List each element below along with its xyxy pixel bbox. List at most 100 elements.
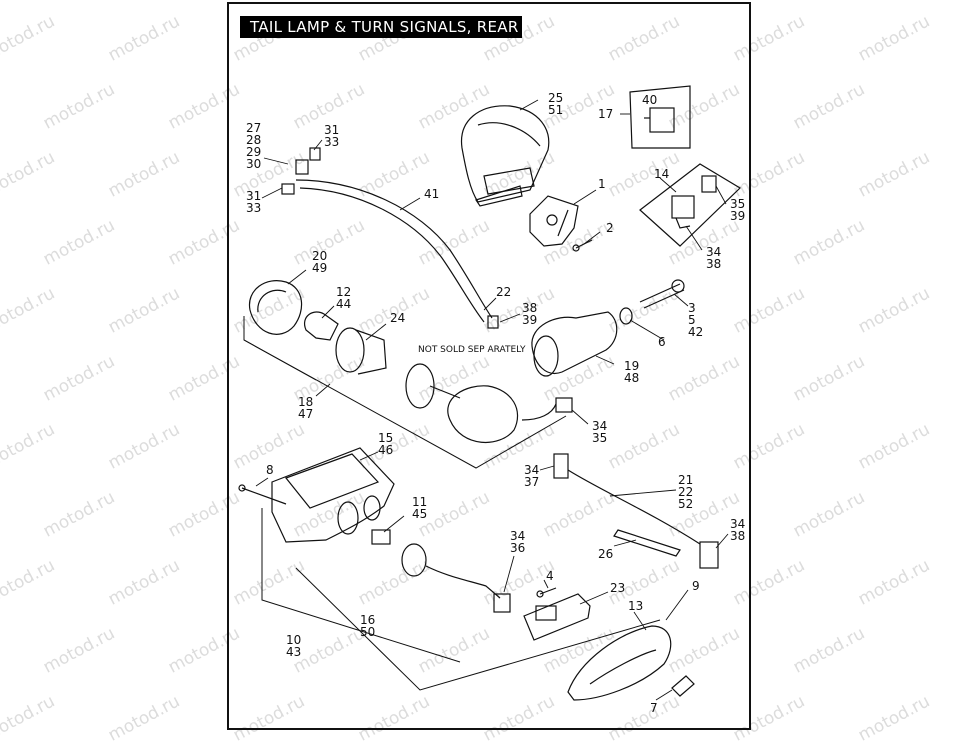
callout-number: 37 xyxy=(524,475,539,489)
callout-number: 43 xyxy=(286,645,301,659)
callout-number: 2 xyxy=(606,221,614,235)
socket-11-part xyxy=(371,529,391,545)
callout-number: 1 xyxy=(598,177,606,191)
callout-17: 17 xyxy=(598,107,613,121)
callout-number: 23 xyxy=(610,581,625,595)
callout-number: 4 xyxy=(546,569,554,583)
turn-signal-housing-part xyxy=(531,311,618,377)
diagram-frame xyxy=(227,2,751,730)
pigtail-part xyxy=(401,543,511,613)
lamp-housing-part xyxy=(460,105,550,207)
bracket-part xyxy=(529,195,579,247)
group-brackets xyxy=(243,316,661,691)
callout-14: 14 xyxy=(654,167,669,181)
callout-22: 22 xyxy=(496,285,511,299)
callout-number: 8 xyxy=(266,463,274,477)
lens-13-part xyxy=(567,625,672,701)
callout-number: 42 xyxy=(688,325,703,339)
callout-number: 11 xyxy=(412,495,427,509)
strip-part xyxy=(613,529,681,557)
callout-number: 31 xyxy=(246,189,261,203)
callout-number: 15 xyxy=(378,431,393,445)
callout-41: 41 xyxy=(424,187,439,201)
callout-number: 35 xyxy=(730,197,745,211)
callout-number: 30 xyxy=(246,157,261,171)
callout-number: 22 xyxy=(496,285,511,299)
callout-number: 6 xyxy=(658,335,666,349)
callout-13: 13 xyxy=(628,599,643,613)
callout-26: 26 xyxy=(598,547,613,561)
callout-number: 31 xyxy=(324,123,339,137)
callout-number: 36 xyxy=(510,541,525,555)
bolt-part xyxy=(619,279,685,325)
callout-6: 6 xyxy=(658,335,666,349)
not-sold-separately-note: NOT SOLD SEP ARATELY xyxy=(418,345,526,355)
socket-part xyxy=(335,327,387,375)
callout-number: 16 xyxy=(360,613,375,627)
callout-number: 34 xyxy=(706,245,721,259)
harness-21-part xyxy=(553,453,719,569)
callout-number: 38 xyxy=(706,257,721,271)
lens-ring-part xyxy=(248,280,303,335)
callout-23: 23 xyxy=(610,581,625,595)
callout-number: 48 xyxy=(624,371,639,385)
callout-number: 19 xyxy=(624,359,639,373)
callout-number: 49 xyxy=(312,261,327,275)
tail-lamp-part xyxy=(271,447,395,543)
callout-number: 5 xyxy=(688,313,696,327)
callout-number: 12 xyxy=(336,285,351,299)
callout-2: 2 xyxy=(606,221,614,235)
callout-number: 29 xyxy=(246,145,261,159)
callout-number: 41 xyxy=(424,187,439,201)
callout-number: 9 xyxy=(692,579,700,593)
diagram-title: TAIL LAMP & TURN SIGNALS, REAR xyxy=(240,16,522,38)
callout-number: 18 xyxy=(298,395,313,409)
callout-number: 38 xyxy=(730,529,745,543)
callout-number: 21 xyxy=(678,473,693,487)
bulb-part xyxy=(304,311,339,341)
callout-number: 52 xyxy=(678,497,693,511)
bracket-23-part xyxy=(523,593,591,641)
callout-number: 33 xyxy=(324,135,339,149)
leader-lines xyxy=(255,99,729,701)
callout-number: 34 xyxy=(592,419,607,433)
callout-number: 20 xyxy=(312,249,327,263)
callout-number: 3 xyxy=(688,301,696,315)
callout-40: 40 xyxy=(642,93,657,107)
callout-number: 34 xyxy=(510,529,525,543)
gasket-part xyxy=(405,363,461,409)
wiring-harness-part xyxy=(281,147,499,329)
callout-number: 40 xyxy=(642,93,657,107)
screw-4-part xyxy=(536,587,557,598)
screw-8-part xyxy=(238,484,287,505)
callout-number: 26 xyxy=(598,547,613,561)
callout-number: 45 xyxy=(412,507,427,521)
clip-part xyxy=(671,675,695,697)
turn-signal-lens-part xyxy=(447,385,573,443)
callout-number: 17 xyxy=(598,107,613,121)
callout-number: 46 xyxy=(378,443,393,457)
callout-number: 27 xyxy=(246,121,261,135)
callout-number: 13 xyxy=(628,599,643,613)
callout-number: 14 xyxy=(654,167,669,181)
callout-7: 7 xyxy=(650,701,658,715)
callout-1: 1 xyxy=(598,177,606,191)
callout-number: 47 xyxy=(298,407,313,421)
